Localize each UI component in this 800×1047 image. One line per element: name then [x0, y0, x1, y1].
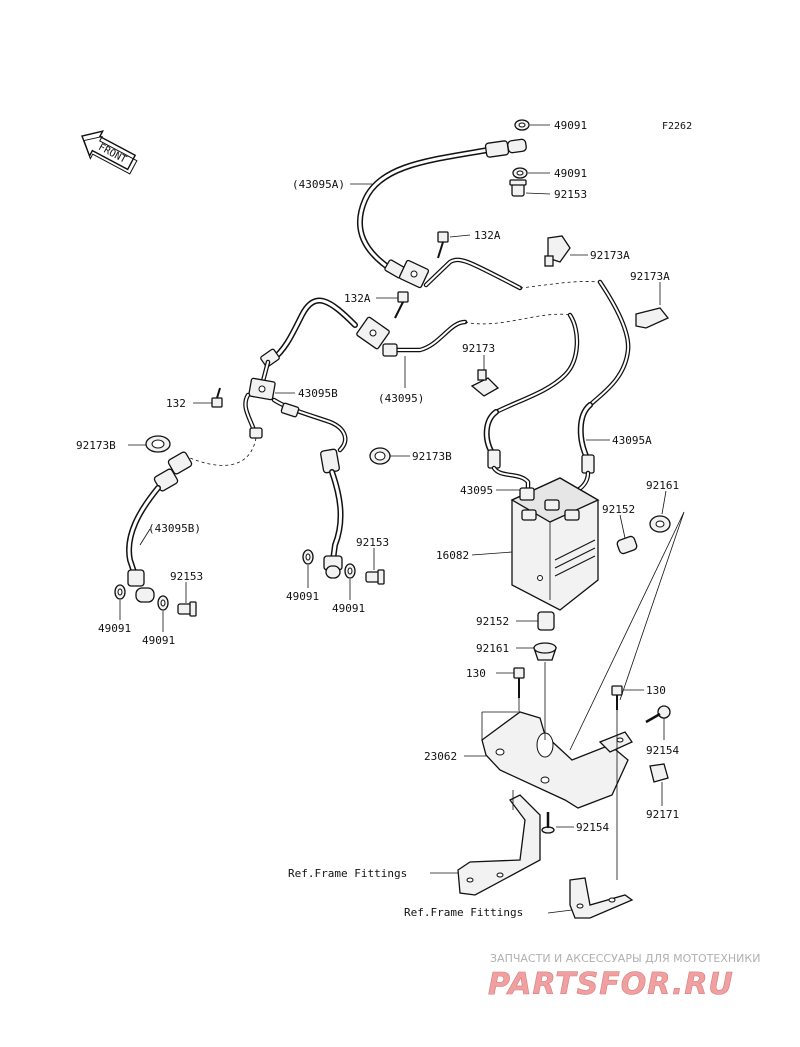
label-92153: 92153	[554, 188, 587, 201]
dashed-route-left	[189, 437, 257, 466]
collar-92152-bottom	[537, 611, 555, 631]
label-43095-ref: (43095)	[378, 392, 424, 405]
label-49091: 49091	[142, 634, 175, 647]
washer-49091-mid-r	[344, 563, 356, 579]
label-130: 130	[646, 684, 666, 697]
label-43095B: 43095B	[298, 387, 338, 400]
label-132: 132	[166, 397, 186, 410]
label-92173A: 92173A	[590, 249, 630, 262]
label-92173B: 92173B	[76, 439, 116, 452]
joint-block-upper	[398, 259, 430, 289]
hose-left-branch	[259, 297, 358, 388]
collar-92152-right	[616, 535, 638, 555]
pipe-left-to-right	[271, 397, 348, 453]
pipe-43095-middle	[392, 312, 580, 415]
part-labels: 49091 49091 92153 (43095A) 132A 92173A 9…	[76, 119, 679, 919]
label-92153: 92153	[170, 570, 203, 583]
washer-49091-left-r	[157, 595, 169, 611]
leader-lines	[119, 124, 667, 914]
label-49091: 49091	[554, 119, 587, 132]
clamp-92173A-2	[635, 307, 670, 329]
bolt-132A-upper	[437, 231, 449, 259]
abs-unit-16082	[510, 477, 600, 611]
label-43095A: 43095A	[612, 434, 652, 447]
clip-92171	[649, 763, 669, 783]
hose-43095	[483, 409, 531, 498]
label-43095: 43095	[460, 484, 493, 497]
label-132A: 132A	[474, 229, 501, 242]
label-43095A-ref: (43095A)	[292, 178, 345, 191]
guide-lines-right	[569, 511, 685, 751]
washer-49091-mid-l	[302, 549, 314, 565]
label-132A: 132A	[344, 292, 371, 305]
hose-43095A-upper	[356, 138, 527, 279]
hose-43095B	[126, 451, 193, 603]
label-23062: 23062	[424, 750, 457, 763]
hose-43095A-lower	[575, 402, 595, 493]
label-49091: 49091	[332, 602, 365, 615]
label-92171: 92171	[646, 808, 679, 821]
bolt-132	[211, 387, 223, 408]
clamp-92173A-1	[544, 235, 571, 267]
label-92173A: 92173A	[630, 270, 670, 283]
label-92154: 92154	[646, 744, 679, 757]
label-92161: 92161	[476, 642, 509, 655]
bracket-23062	[481, 711, 633, 809]
bolt-92153-top	[509, 179, 527, 197]
watermark-brand: PARTSFOR.RU	[488, 967, 734, 1002]
clamp-92173B-left	[145, 435, 171, 453]
bolt-92154-bottom	[541, 812, 555, 834]
label-ref-frame-fittings: Ref.Frame Fittings	[288, 867, 407, 880]
label-49091: 49091	[98, 622, 131, 635]
label-16082: 16082	[436, 549, 469, 562]
label-92152: 92152	[602, 503, 635, 516]
watermark-subtitle: ЗАПЧАСТИ И АКСЕССУАРЫ ДЛЯ МОТОТЕХНИКИ	[490, 952, 760, 965]
label-43095B-ref: (43095B)	[148, 522, 201, 535]
joint-block-left	[243, 377, 276, 439]
watermark: ЗАПЧАСТИ И АКСЕССУАРЫ ДЛЯ МОТОТЕХНИКИ PA…	[488, 952, 761, 1002]
frame-fitting-left	[457, 794, 541, 896]
bolt-132A-lower	[394, 291, 409, 319]
clamp-92173B-mid	[369, 447, 391, 465]
label-92154: 92154	[576, 821, 609, 834]
label-ref-frame-fittings: Ref.Frame Fittings	[404, 906, 523, 919]
label-92153: 92153	[356, 536, 389, 549]
bolt-130-left	[513, 667, 525, 698]
grommet-92161-right	[649, 515, 671, 533]
frame-fitting-right	[569, 877, 634, 919]
label-92152: 92152	[476, 615, 509, 628]
label-92173B: 92173B	[412, 450, 452, 463]
pipe-upper-right	[423, 257, 631, 408]
clamp-92173	[470, 369, 500, 397]
label-49091: 49091	[554, 167, 587, 180]
washer-49091-top	[514, 119, 530, 131]
washer-49091-left-l	[114, 584, 126, 600]
label-130: 130	[466, 667, 486, 680]
bolt-92153-left	[177, 601, 197, 617]
label-92173: 92173	[462, 342, 495, 355]
joint-block-middle	[356, 316, 398, 357]
grommet-92161-bottom	[533, 642, 557, 661]
bolt-130-right	[611, 685, 623, 710]
bolt-92154-right	[645, 705, 671, 724]
label-49091: 49091	[286, 590, 319, 603]
front-arrow-icon: FRONT	[81, 130, 138, 175]
label-92161: 92161	[646, 479, 679, 492]
figure-code: F2262	[662, 121, 692, 132]
washer-49091-top2	[512, 167, 528, 179]
hose-right-down	[320, 448, 344, 579]
bolt-92153-mid	[365, 569, 385, 585]
